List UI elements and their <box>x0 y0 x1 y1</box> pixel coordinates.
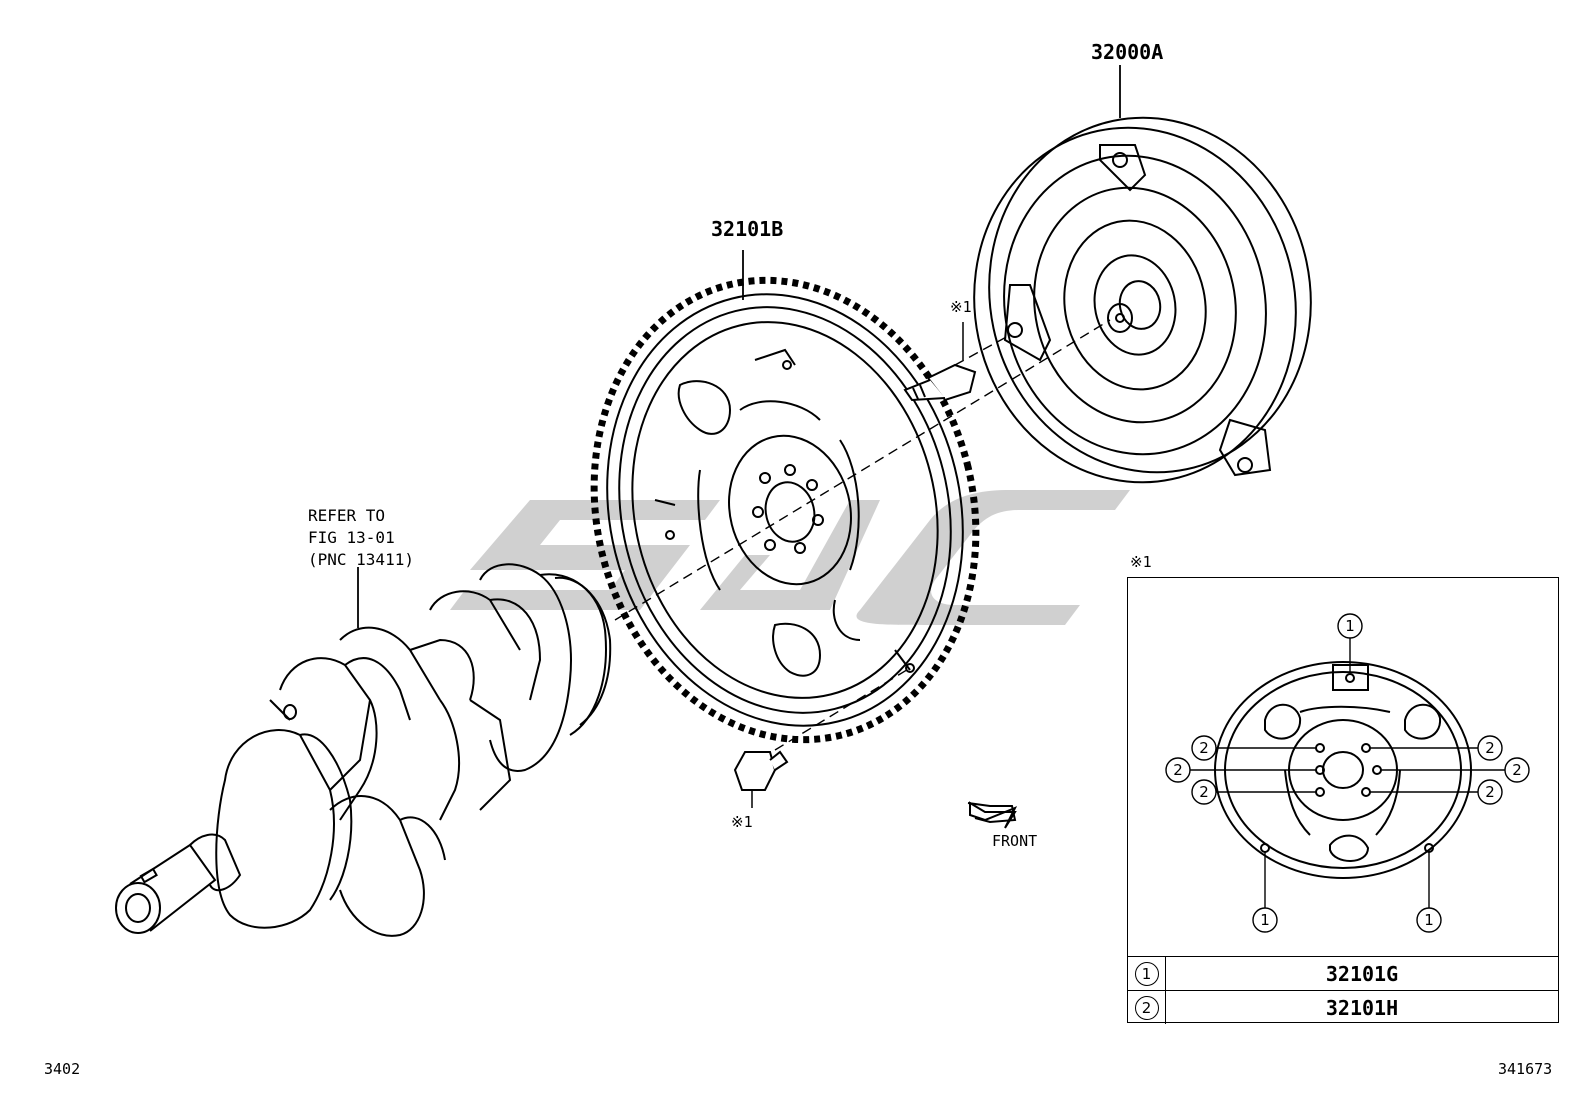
detail-title: ※1 <box>1130 553 1152 571</box>
watermark-logo <box>450 490 1130 625</box>
lower-bolt <box>733 750 789 791</box>
detail-box: 1 32101G 2 32101H <box>1127 577 1559 1024</box>
alignment-lines <box>614 319 1111 751</box>
legend-key-1-text: 1 <box>1134 961 1159 986</box>
drive-plate-part-number[interactable]: 32101B <box>711 217 784 241</box>
legend-row-1: 1 32101G <box>1128 956 1558 990</box>
legend-row-2: 2 32101H <box>1128 990 1558 1024</box>
legend-part-32101h[interactable]: 32101H <box>1325 995 1399 1020</box>
drive-plate <box>590 276 980 744</box>
callout-1-bottom-left: 1 <box>1260 911 1270 929</box>
crankshaft <box>115 563 612 937</box>
refer-note-line2[interactable]: FIG 13-01 <box>308 528 395 547</box>
upper-bolt-mark: ※1 <box>950 298 972 316</box>
refer-note: REFER TO FIG 13-01 (PNC 13411) <box>308 505 414 571</box>
callout-2-left-bottom: 2 <box>1199 783 1209 801</box>
refer-note-line3: (PNC 13411) <box>308 550 414 569</box>
front-arrow-icon <box>967 801 1018 829</box>
detail-leaders <box>1190 638 1505 908</box>
callout-2-left-mid: 2 <box>1173 761 1183 779</box>
callout-2-left-top: 2 <box>1199 739 1209 757</box>
legend-key-2: 2 <box>1128 991 1166 1024</box>
callout-2-right-bottom: 2 <box>1485 783 1495 801</box>
front-label: FRONT <box>992 832 1038 850</box>
upper-bolt <box>903 363 977 402</box>
refer-note-line1: REFER TO <box>308 506 386 525</box>
lower-bolt-mark: ※1 <box>731 813 753 831</box>
footer-left-code: 3402 <box>44 1060 81 1078</box>
callout-2-right-mid: 2 <box>1512 761 1522 779</box>
callout-1-top: 1 <box>1345 617 1355 635</box>
torque-converter-part-number[interactable]: 32000A <box>1091 40 1164 64</box>
footer-right-code: 341673 <box>1498 1060 1553 1078</box>
legend-key-2-text: 2 <box>1134 995 1159 1020</box>
callout-1-bottom-right: 1 <box>1424 911 1434 929</box>
detail-callout-circles <box>1165 613 1530 933</box>
callout-2-right-top: 2 <box>1485 739 1495 757</box>
legend-part-32101g[interactable]: 32101G <box>1325 961 1399 986</box>
torque-converter <box>973 116 1312 484</box>
legend-key-1: 1 <box>1128 957 1166 990</box>
